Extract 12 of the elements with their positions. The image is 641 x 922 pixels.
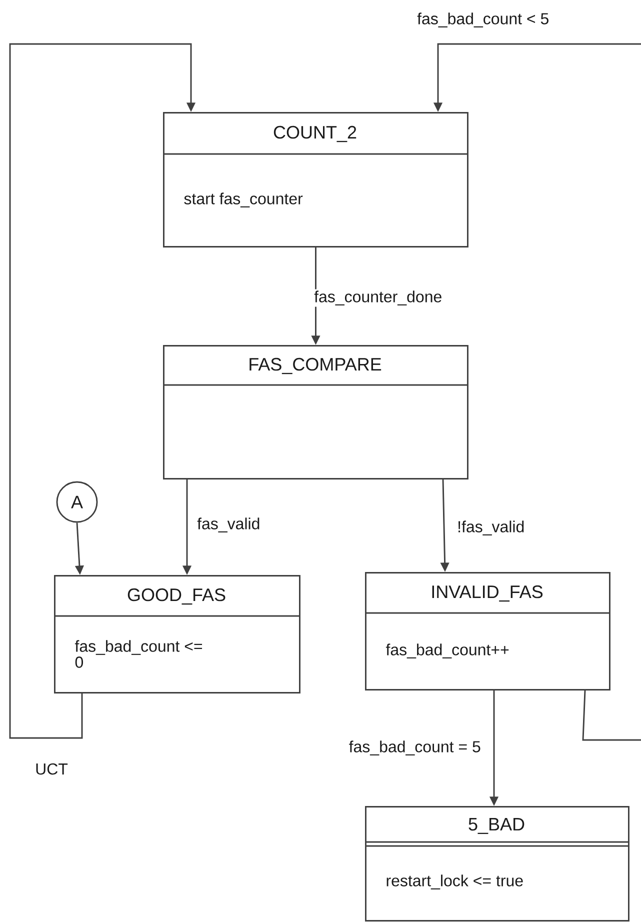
state-box: INVALID_FAS fas_bad_count++	[365, 572, 610, 690]
edge-label: fas_valid	[196, 516, 262, 534]
arrow	[9, 43, 196, 739]
state-box: FAS_COMPARE	[163, 345, 468, 480]
edge-label: fas_bad_count = 5	[348, 739, 482, 757]
edge-label: fas_bad_count < 5	[416, 11, 550, 29]
state-box: 5_BAD restart_lock <= true	[365, 806, 630, 922]
edge-label: UCT	[34, 762, 70, 776]
edge-label: !fas_valid	[456, 519, 526, 537]
state-box: GOOD_FAS fas_bad_count <= 0	[54, 575, 300, 694]
edge-label: fas_counter_done	[312, 289, 444, 307]
state-box: COUNT_2 start fas_counter	[163, 112, 468, 248]
